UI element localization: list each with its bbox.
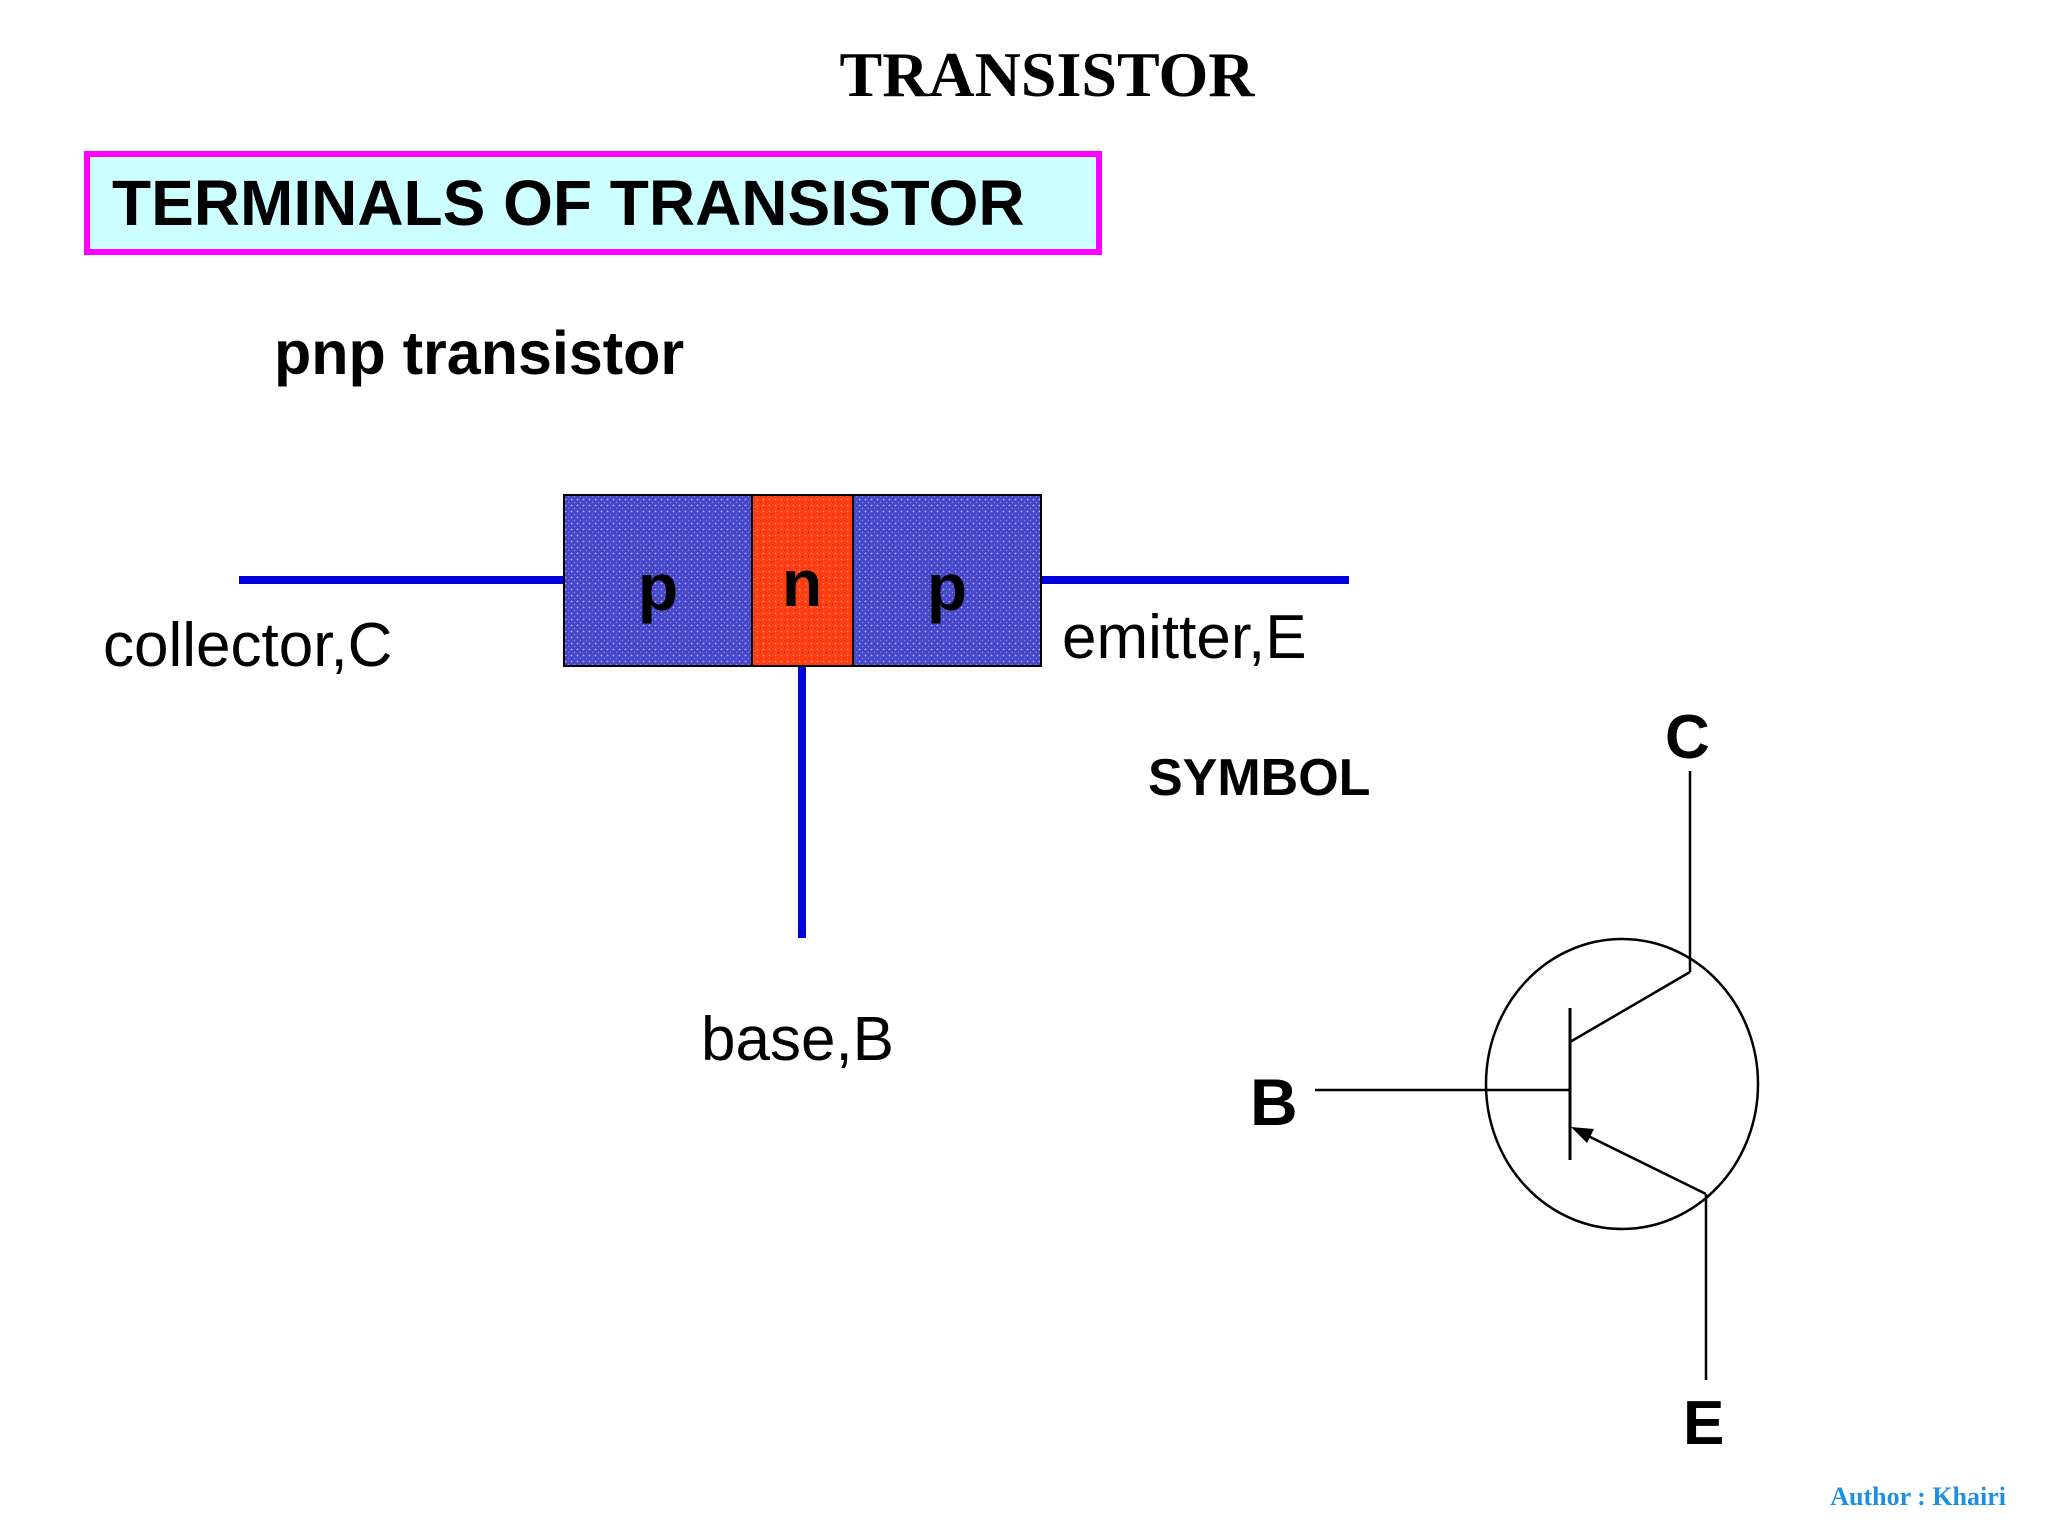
symbol-circle xyxy=(1484,937,1760,1231)
symbol-emitter-label: E xyxy=(1683,1389,1725,1458)
layer-letter-p2: p xyxy=(927,550,967,624)
author-credit: Author : Khairi xyxy=(1830,1482,2006,1511)
symbol-base-label: B xyxy=(1250,1065,1298,1139)
layer-letter-n: n xyxy=(782,546,822,620)
symbol-emitter-arrow xyxy=(1571,1127,1594,1143)
symbol-collector-label: C xyxy=(1665,703,1710,772)
symbol-heading: SYMBOL xyxy=(1148,749,1371,807)
p-layer-emitter xyxy=(852,494,1042,667)
layer-letter-p1: p xyxy=(638,550,678,624)
emitter-label: emitter,E xyxy=(1062,603,1307,672)
symbol-collector-diagonal xyxy=(1569,970,1691,1044)
slide-title: TRANSISTOR xyxy=(839,39,1255,110)
n-layer-base xyxy=(751,494,854,667)
diagram-subtitle: pnp transistor xyxy=(274,319,685,387)
p-layer-collector xyxy=(563,494,753,667)
collector-label: collector,C xyxy=(103,611,393,680)
section-heading-box: TERMINALS OF TRANSISTOR xyxy=(84,151,1102,255)
base-label: base,B xyxy=(701,1005,895,1074)
section-heading: TERMINALS OF TRANSISTOR xyxy=(112,167,1025,239)
symbol-emitter-diagonal xyxy=(1579,1130,1707,1196)
